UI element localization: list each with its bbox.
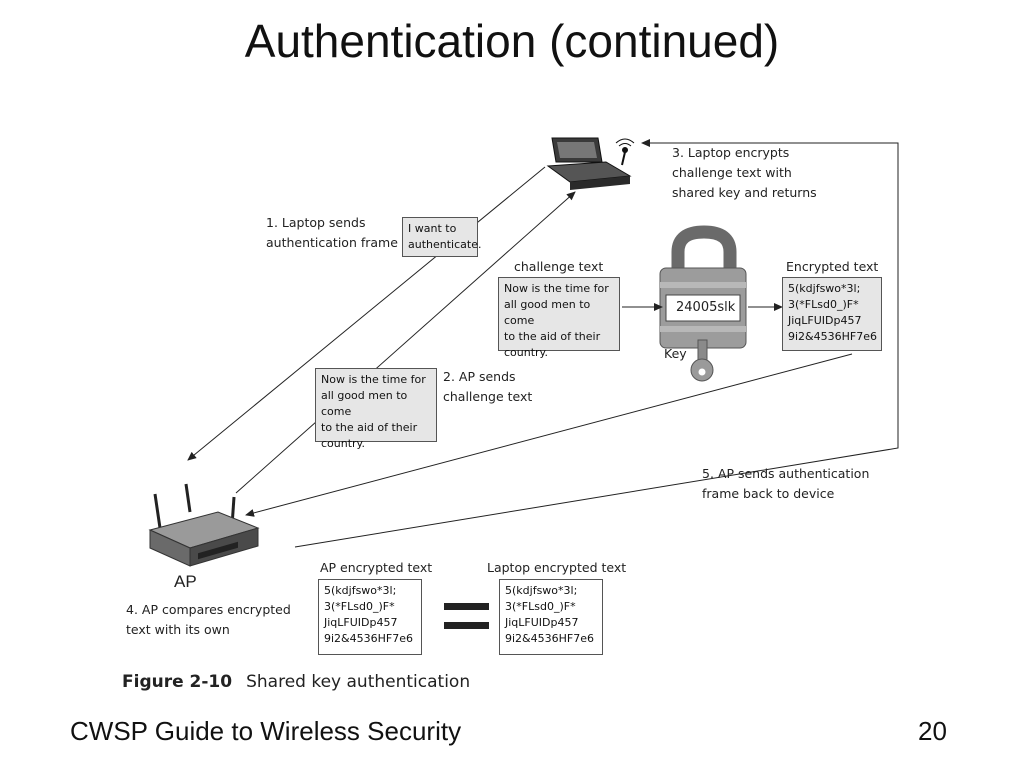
flow-arrows — [187, 139, 899, 548]
challenge-text-label: challenge text — [514, 259, 604, 274]
ap-encrypted-text-box: 5(kdjfswo*3l; 3(*FLsd0_)F* JiqLFUIDp457 … — [318, 579, 422, 655]
laptop-encrypted-text-box: 5(kdjfswo*3l; 3(*FLsd0_)F* JiqLFUIDp457 … — [499, 579, 603, 655]
arrow-step5 — [294, 139, 899, 548]
step3-label: 3. Laptop encrypts challenge text with s… — [672, 145, 817, 200]
step4-label: 4. AP compares encrypted text with its o… — [126, 602, 291, 637]
key-icon — [690, 339, 714, 382]
figure-caption: Figure 2-10 Shared key authentication — [122, 672, 470, 692]
padlock-icon — [659, 225, 747, 349]
challenge-text-box-upper: Now is the time for all good men to come… — [498, 277, 620, 359]
arrow-step2 — [235, 191, 576, 494]
slide-page-number: 20 — [918, 716, 947, 746]
ap-label: AP — [174, 572, 197, 591]
encrypted-text-label: Encrypted text — [786, 259, 879, 274]
access-point-icon — [148, 483, 260, 567]
key-label: Key — [664, 346, 687, 361]
arrow-step3 — [245, 353, 853, 517]
slide-title: Authentication (continued) — [244, 15, 780, 67]
encrypted-text-box-upper: 5(kdjfswo*3l; 3(*FLsd0_)F* JiqLFUIDp457 … — [782, 277, 882, 351]
laptop-icon — [546, 137, 635, 190]
authenticate-request-box: I want to authenticate. — [402, 217, 481, 257]
footer-course-title: CWSP Guide to Wireless Security — [70, 716, 462, 746]
step1-label: 1. Laptop sends authentication frame — [266, 215, 398, 250]
ap-encrypted-text-label: AP encrypted text — [320, 560, 433, 575]
figure-number: Figure 2-10 — [122, 672, 233, 692]
arrow-step1 — [187, 166, 546, 461]
laptop-encrypted-text-label: Laptop encrypted text — [487, 560, 627, 575]
lock-code: 24005slk — [676, 300, 736, 315]
equals-sign — [444, 603, 489, 629]
challenge-text-box-lower: Now is the time for all good men to come… — [315, 368, 437, 450]
step2-label: 2. AP sends challenge text — [443, 369, 533, 404]
step5-label: 5. AP sends authentication frame back to… — [702, 466, 870, 501]
figure-caption-text: Shared key authentication — [246, 672, 471, 692]
